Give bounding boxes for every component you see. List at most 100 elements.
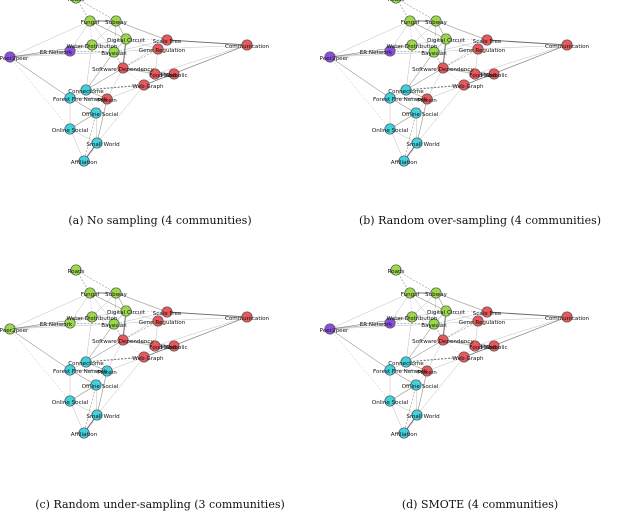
edge-genereg-softdep: [122, 48, 159, 69]
node-scalefree: [161, 34, 173, 46]
caption-c: (c) Random under-sampling (3 communities…: [35, 498, 285, 511]
node-label-subway: Subway: [105, 292, 128, 298]
node-label-p2p: Peer2peer: [320, 56, 349, 62]
node-online: [64, 123, 76, 135]
edge-foodweb-webgraph: [463, 345, 476, 358]
edge-er-p2p: [329, 50, 391, 58]
node-fungal: [404, 15, 416, 27]
node-label-online: Online Social: [52, 128, 89, 134]
node-label-bayesian: Bayesian: [421, 51, 447, 57]
node-label-roads: Roads: [68, 0, 85, 3]
node-offline: [90, 379, 102, 391]
edge-foodweb-webgraph: [143, 345, 156, 358]
node-foodweb: [149, 68, 161, 80]
edge-water-connectome: [85, 44, 93, 91]
edge-bayesian-scalefree: [433, 39, 488, 53]
node-genereg: [152, 315, 164, 327]
edge-fungal-digital: [89, 292, 127, 312]
node-roads: [70, 264, 82, 276]
node-label-water: Water Distribution: [387, 44, 438, 50]
edge-er-bayesian: [69, 50, 115, 53]
node-subway: [110, 15, 122, 27]
edge-subway-scalefree: [115, 20, 168, 41]
node-water: [86, 311, 98, 323]
edge-webgraph-connectome: [405, 84, 465, 91]
node-label-comm: Communication: [545, 316, 590, 322]
edge-offline-affiliation: [83, 384, 97, 434]
edge-digital-water: [411, 310, 447, 318]
node-p2p: [4, 323, 16, 335]
edge-p2p-online: [329, 328, 391, 402]
node-label-online: Online Social: [372, 400, 409, 406]
node-online: [384, 395, 396, 407]
node-label-affiliation: Affiliation: [391, 160, 418, 166]
edge-softdep-protein: [106, 339, 124, 372]
node-label-fungal: Fungal: [81, 292, 100, 298]
node-affiliation: [398, 155, 410, 167]
node-metabolic: [488, 340, 500, 352]
edge-p2p-fungal: [329, 292, 411, 330]
edge-softdep-metabolic: [442, 339, 495, 347]
node-protein: [101, 365, 113, 377]
edge-webgraph-protein: [106, 84, 145, 100]
edge-protein-smallworld: [416, 98, 428, 144]
edge-webgraph-smallworld: [416, 356, 465, 416]
node-label-fungal: Fungal: [81, 20, 100, 26]
node-comm: [561, 39, 573, 51]
node-digital: [440, 33, 452, 45]
node-softdep: [117, 62, 129, 74]
edge-p2p-bayesian: [9, 323, 115, 330]
node-affiliation: [78, 155, 90, 167]
edge-bayesian-scalefree: [433, 311, 488, 325]
node-fungal: [404, 287, 416, 299]
node-genereg: [472, 43, 484, 55]
edge-er-bayesian: [69, 322, 115, 325]
edge-webgraph-smallworld: [96, 356, 145, 416]
edges: [329, 0, 568, 162]
nodes: [4, 264, 253, 439]
edge-online-affiliation: [389, 128, 405, 162]
node-protein: [101, 93, 113, 105]
edge-p2p-bayesian: [329, 323, 435, 330]
edge-fungal-digital: [409, 20, 447, 40]
node-comm: [561, 311, 573, 323]
nodes: [4, 0, 253, 167]
node-smallworld: [411, 137, 423, 149]
edge-offline-affiliation: [403, 112, 417, 162]
edges: [9, 269, 248, 434]
node-roads: [390, 0, 402, 4]
edge-softdep-metabolic: [122, 339, 175, 347]
node-label-metabolic: Metabolic: [160, 73, 187, 79]
nodes: [324, 0, 573, 167]
edge-water-p2p: [9, 44, 93, 58]
edge-softdep-connectome: [85, 339, 124, 363]
node-scalefree: [161, 306, 173, 318]
node-label-er: ER Network: [360, 322, 393, 328]
node-er: [64, 317, 76, 329]
edge-genereg-comm: [477, 316, 568, 322]
edge-er-p2p: [9, 322, 71, 330]
node-smallworld: [91, 409, 103, 421]
node-subway: [110, 287, 122, 299]
node-online: [64, 395, 76, 407]
edge-subway-water: [91, 20, 117, 46]
edge-digital-genereg: [445, 38, 479, 50]
edge-softdep-protein: [426, 339, 444, 372]
edge-scalefree-comm: [166, 39, 248, 46]
edge-comm-webgraph: [143, 316, 248, 358]
node-label-smallworld: Small World: [86, 142, 120, 148]
edge-water-p2p: [329, 44, 413, 58]
edge-scalefree-comm: [486, 39, 568, 46]
node-label-digital: Digital Circuit: [427, 310, 466, 316]
node-label-webgraph: Web Graph: [452, 356, 484, 362]
edge-bayesian-genereg: [433, 48, 479, 53]
edge-webgraph-connectome: [85, 356, 145, 363]
edge-fungal-digital: [409, 292, 447, 312]
node-label-protein: Protein: [417, 370, 437, 376]
edge-subway-water: [411, 292, 437, 318]
edge-fungal-er: [389, 292, 411, 324]
node-label-digital: Digital Circuit: [427, 38, 466, 44]
